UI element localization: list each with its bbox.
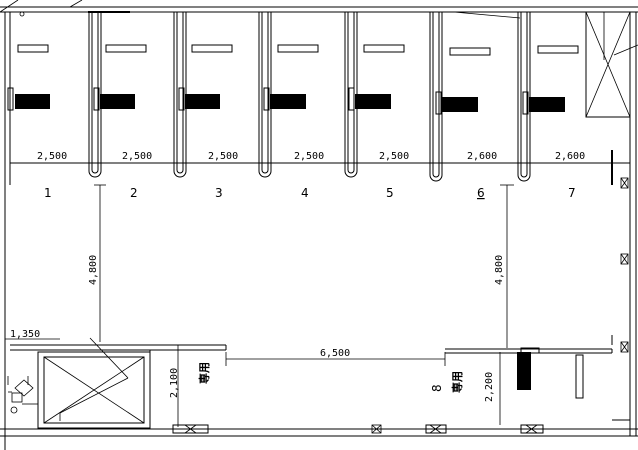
wheel-stops xyxy=(7,87,565,115)
bay-number: 4 xyxy=(301,186,309,200)
bay-number: 7 xyxy=(568,186,576,200)
wall-vents xyxy=(620,177,629,353)
corner-marks xyxy=(0,0,130,17)
bay-number: 3 xyxy=(215,186,223,200)
building-walls xyxy=(0,6,638,450)
space-8-area xyxy=(445,335,630,421)
aisle-width: 6,500 xyxy=(320,348,350,359)
aisle-depth-right: 4,800 xyxy=(494,255,505,285)
dimension-texts: 2,500 2,500 2,500 2,500 2,500 2,600 2,60… xyxy=(10,151,585,402)
bay-width-label: 2,600 xyxy=(555,151,585,162)
bay-width-label: 2,500 xyxy=(379,151,409,162)
light-fixtures xyxy=(17,44,579,56)
space8-number: 8 xyxy=(430,384,444,392)
space8-depth: 2,200 xyxy=(484,372,495,402)
bay-number: 1 xyxy=(44,186,52,200)
bay-width-label: 2,600 xyxy=(467,151,497,162)
space8-label: 専用 xyxy=(450,371,464,393)
entrance-symbols xyxy=(7,376,38,414)
dimension-lines xyxy=(5,184,514,427)
bottom-vents xyxy=(172,424,544,434)
bay-separators xyxy=(88,12,531,182)
bay-width-label: 2,500 xyxy=(37,151,67,162)
bay-number: 5 xyxy=(386,186,394,200)
entrance-offset: 1,350 xyxy=(10,329,40,340)
bay-number: 6 xyxy=(477,186,485,200)
bay-width-label: 2,500 xyxy=(294,151,324,162)
bay-width-label: 2,500 xyxy=(208,151,238,162)
bay-numbers: 1 2 3 4 5 6 7 xyxy=(44,186,576,200)
bay-width-label: 2,500 xyxy=(122,151,152,162)
exclusive-bay-left xyxy=(10,337,227,429)
bay-number: 2 xyxy=(130,186,138,200)
aisle-depth-left: 4,800 xyxy=(88,255,99,285)
shaft-top-right xyxy=(453,11,638,118)
exclusive-label: 専用 xyxy=(197,362,211,384)
exclusive-depth: 2,100 xyxy=(169,368,180,398)
